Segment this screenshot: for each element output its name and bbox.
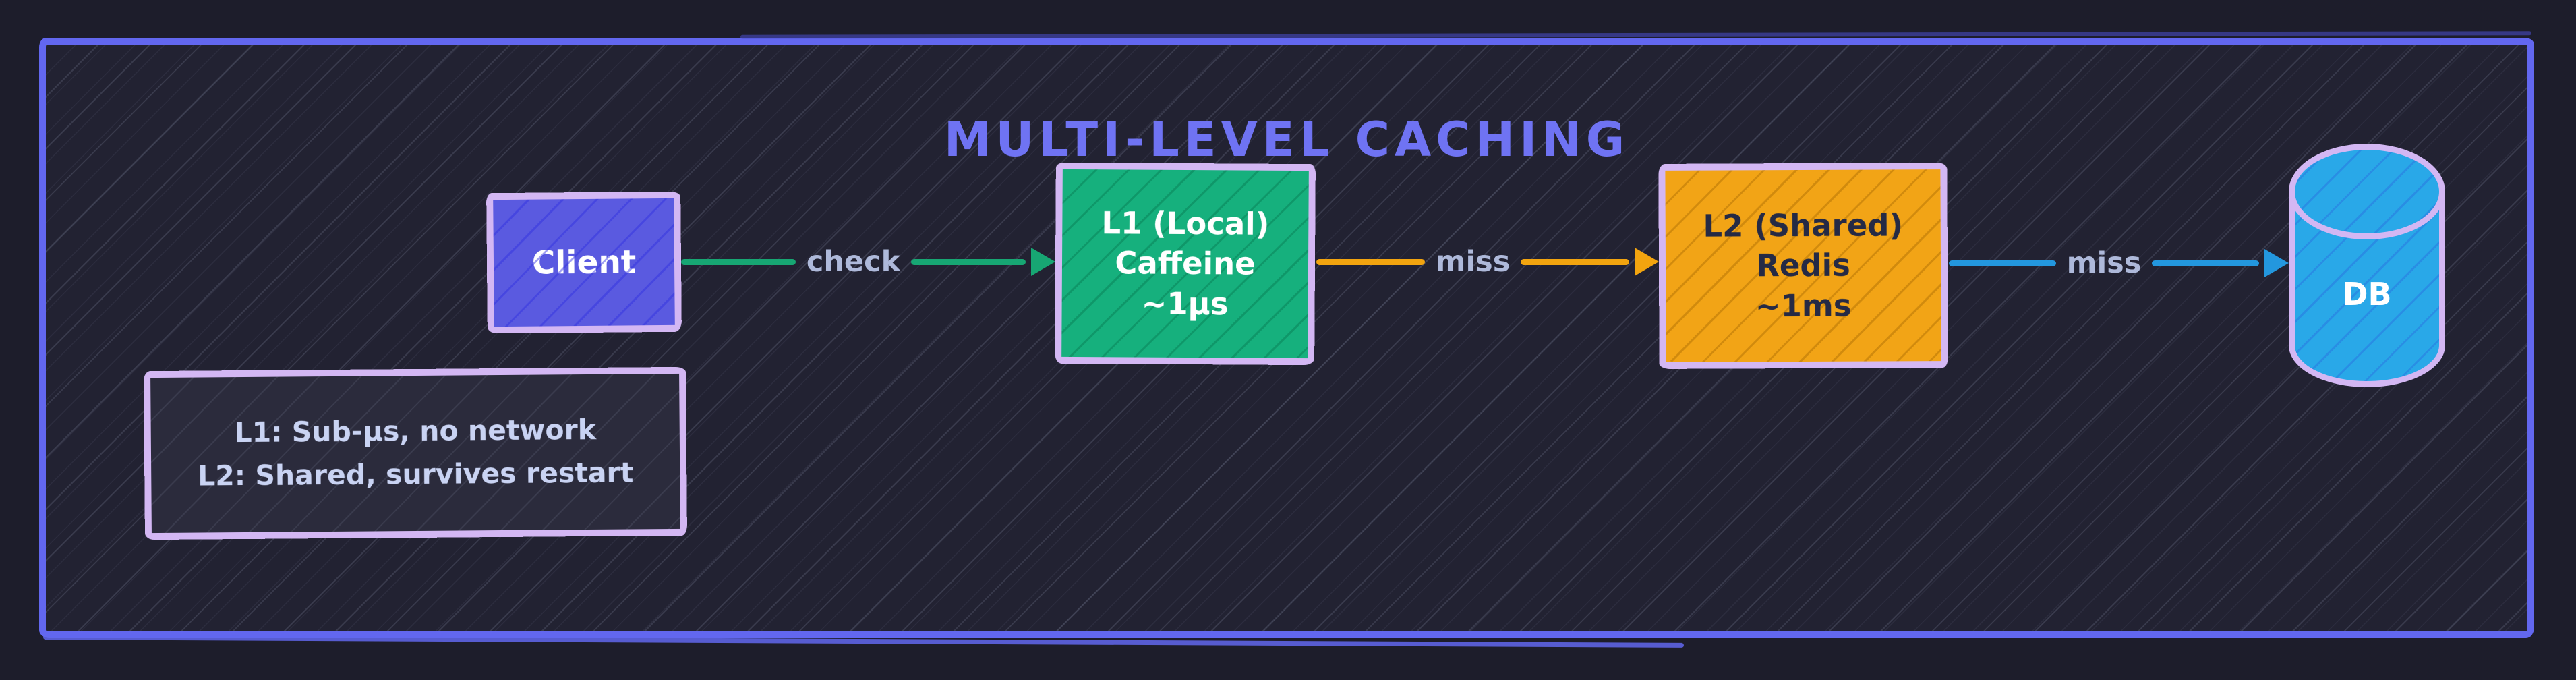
edge-check-line [681,258,796,265]
l1-line1: L1 (Local) [1101,205,1270,242]
edge-miss-l1-l2-line [1521,258,1630,265]
edge-miss-l2-db-line [2152,260,2260,266]
client-node: Client [486,191,682,334]
client-node-label: Client [531,243,637,282]
arrowhead-icon [1031,248,1056,276]
l2-cache-node-text: L2 (Shared) Redis ~1ms [1703,205,1903,326]
l1-line3: ~1μs [1141,285,1229,322]
edge-miss-l1-l2-line [1316,258,1425,265]
arrowhead-icon [1635,248,1660,276]
l1-cache-node-text: L1 (Local) Caffeine ~1μs [1101,203,1270,324]
edge-miss-l2-db-line [1949,260,2056,266]
db-label: DB [2342,276,2392,312]
l2-line1: L2 (Shared) [1703,207,1904,244]
edge-miss-l1-l2-label: miss [1435,245,1511,279]
edge-miss-l2-db: miss [1949,243,2289,283]
l2-cache-node: L2 (Shared) Redis ~1ms [1658,163,1948,369]
note-text: L1: Sub-μs, no network L2: Shared, survi… [197,409,634,498]
l2-line3: ~1ms [1755,287,1852,324]
db-cylinder-top-ellipse [2289,144,2445,239]
l1-cache-node: L1 (Local) Caffeine ~1μs [1055,162,1316,366]
note-line2: L2: Shared, survives restart [197,456,634,492]
edge-check-label: check [806,245,901,279]
note-box: L1: Sub-μs, no network L2: Shared, survi… [144,366,687,540]
db-cylinder: DB [2289,144,2445,387]
l2-line2: Redis [1756,247,1850,284]
diagram-frame: MULTI-LEVEL CACHING Client check L1 (Loc… [39,38,2534,638]
edge-miss-l2-db-label: miss [2066,246,2142,280]
l1-line2: Caffeine [1115,245,1256,282]
arrowhead-icon [2264,249,2289,277]
edge-check-line [911,258,1026,265]
edge-check: check [681,242,1056,282]
diagram-title: MULTI-LEVEL CACHING [943,112,1630,167]
note-line1: L1: Sub-μs, no network [234,414,597,449]
edge-miss-l1-l2: miss [1316,242,1660,282]
